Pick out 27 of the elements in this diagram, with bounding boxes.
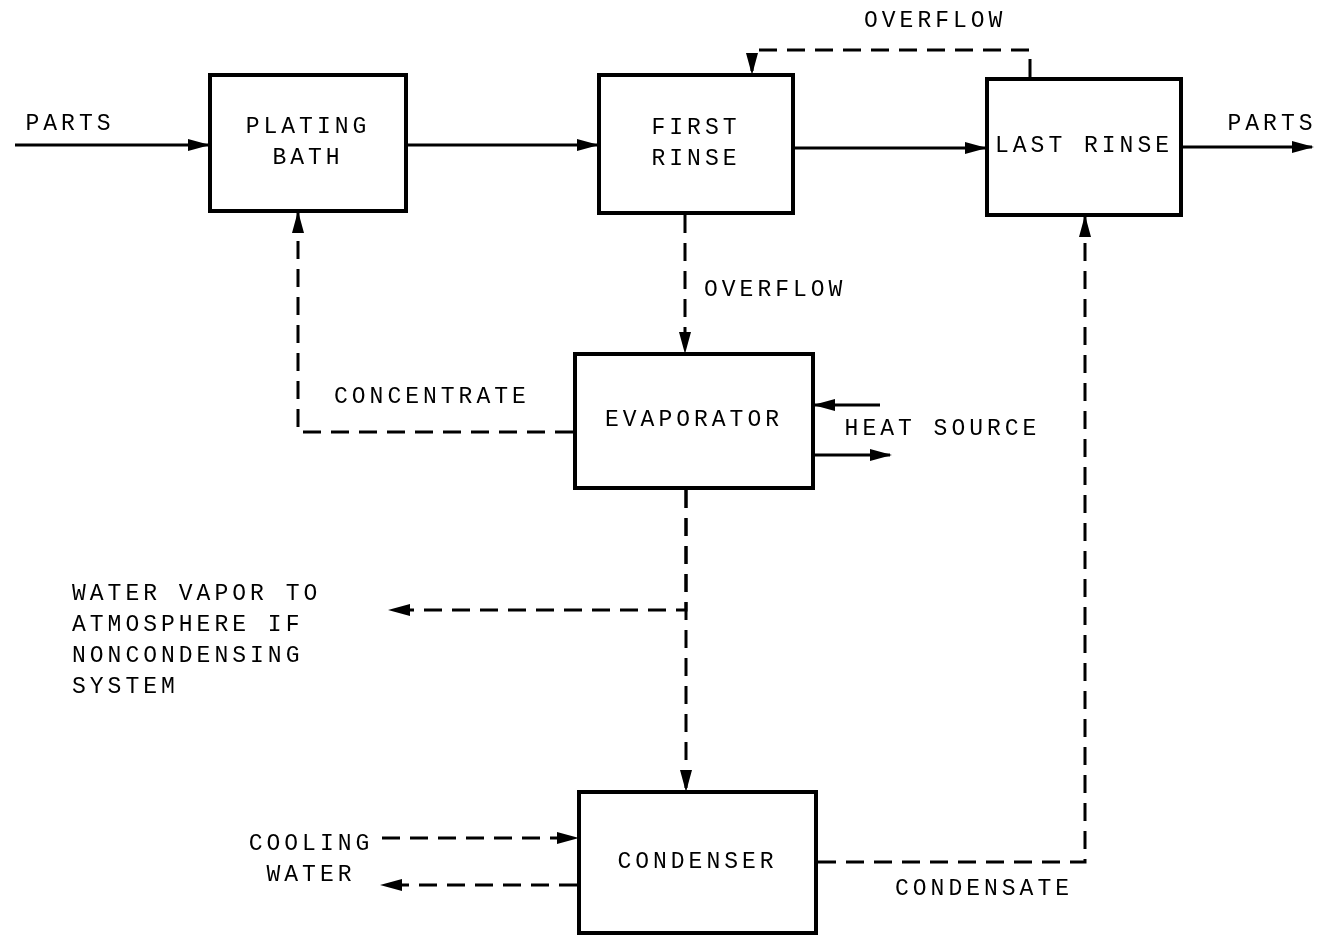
box-label: LAST RINSE [995, 132, 1173, 162]
arrow [795, 142, 987, 154]
process-box [577, 790, 818, 935]
box-label: FIRST RINSE [650, 113, 742, 174]
box-label: PLATING BATH [244, 112, 372, 173]
arrow [815, 449, 892, 461]
dashed-arrow [818, 215, 1091, 864]
stream-label: PARTS [1227, 109, 1317, 139]
dashed-arrow [292, 211, 573, 434]
stream-label: COOLING WATER [247, 829, 375, 890]
process-box [208, 73, 408, 213]
stream-label: PARTS [25, 110, 115, 140]
process-box [573, 352, 815, 490]
dashed-arrow [746, 48, 1032, 77]
stream-label: WATER VAPOR TO ATMOSPHERE IF NONCONDENSING SYSTEM [72, 579, 323, 703]
dashed-arrow [680, 490, 692, 792]
dashed-arrow [380, 879, 577, 891]
arrow [408, 139, 599, 151]
arrow [1183, 141, 1314, 153]
arrow [15, 139, 210, 151]
stream-label: HEAT SOURCE [844, 415, 1041, 445]
dashed-arrow [679, 215, 691, 354]
box-label: CONDENSER [617, 847, 778, 877]
process-box [597, 73, 795, 215]
dashed-arrow [382, 832, 579, 844]
process-box [985, 77, 1183, 217]
box-label: EVAPORATOR [605, 406, 783, 436]
